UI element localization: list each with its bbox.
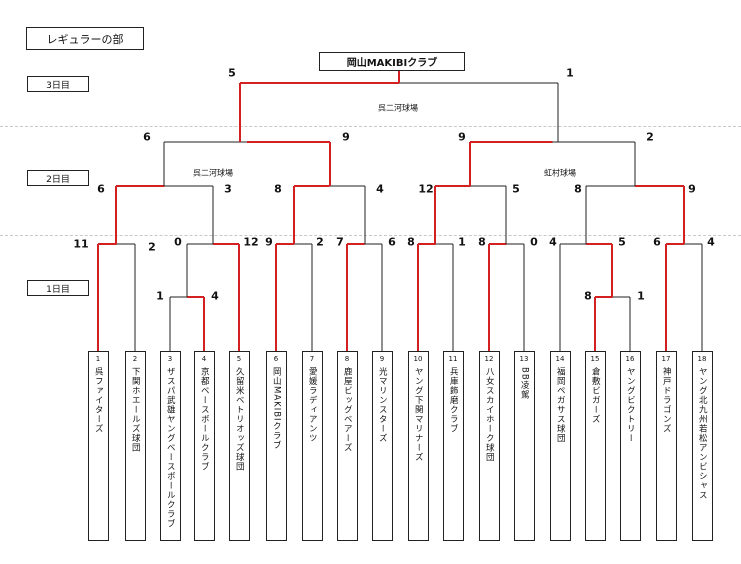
- team-number: 6: [273, 355, 279, 363]
- match-score: 2: [316, 235, 324, 249]
- team-number: 15: [590, 355, 600, 363]
- match-score: 4: [707, 235, 715, 249]
- match-score: 6: [97, 182, 105, 196]
- team-box: 4 京都ベースボールクラブ: [193, 351, 215, 541]
- team-name: 神戸ドラゴンズ: [661, 367, 672, 434]
- team-number: 2: [132, 355, 138, 363]
- team-name: 兵庫飾磨クラブ: [448, 367, 459, 434]
- team-name: BB凌駕: [519, 367, 530, 400]
- team-box: 18 ヤング北九州若松アンビシャス: [691, 351, 713, 541]
- team-number: 14: [555, 355, 565, 363]
- match-score: 5: [228, 66, 236, 80]
- team-number: 10: [413, 355, 423, 363]
- team-name: 福岡ペガサス球団: [555, 367, 566, 443]
- team-name: 岡山MAKIBIクラブ: [271, 367, 282, 451]
- team-box: 12 八女スカイホーク球団: [478, 351, 500, 541]
- team-name: 倉敷ビガーズ: [590, 367, 601, 424]
- team-box: 10 ヤング下関マリナーズ: [407, 351, 429, 541]
- match-score: 11: [73, 237, 89, 251]
- team-box: 9 光マリンスターズ: [371, 351, 393, 541]
- match-score: 4: [376, 182, 384, 196]
- team-name: 八女スカイホーク球団: [484, 367, 495, 462]
- team-name: 愛媛ラディアンツ: [307, 367, 318, 443]
- team-box: 2 下関ホエールズ球団: [124, 351, 146, 541]
- match-score: 9: [342, 130, 350, 144]
- team-number: 3: [167, 355, 173, 363]
- match-score: 7: [336, 235, 344, 249]
- team-name: 京都ベースボールクラブ: [199, 367, 210, 472]
- day-3-label: 3日目: [27, 76, 89, 92]
- team-number: 1: [95, 355, 101, 363]
- match-score: 8: [407, 235, 415, 249]
- team-box: 3 ザスパ武雄ヤングベースボールクラブ: [159, 351, 181, 541]
- match-score: 1: [566, 66, 574, 80]
- team-number: 7: [309, 355, 315, 363]
- team-number: 18: [697, 355, 707, 363]
- match-score: 5: [618, 235, 626, 249]
- day-separator: [0, 126, 741, 127]
- team-box: 15 倉敷ビガーズ: [584, 351, 606, 541]
- team-name: ヤングビクトリー: [625, 367, 636, 443]
- team-name: ヤング北九州若松アンビシャス: [697, 367, 708, 500]
- match-score: 8: [478, 235, 486, 249]
- match-score: 8: [274, 182, 282, 196]
- match-score: 1: [458, 235, 466, 249]
- division-title: レギュラーの部: [26, 27, 144, 50]
- day-separator: [0, 235, 741, 236]
- team-name: 呉ファイターズ: [93, 367, 104, 434]
- match-score: 0: [530, 235, 538, 249]
- match-score: 6: [388, 235, 396, 249]
- team-box: 17 神戸ドラゴンズ: [655, 351, 677, 541]
- venue-left: 呉二河球場: [193, 168, 233, 178]
- team-box: 7 愛媛ラディアンツ: [301, 351, 323, 541]
- match-score: 0: [174, 235, 182, 249]
- match-score: 6: [653, 235, 661, 249]
- match-score: 2: [148, 240, 156, 254]
- match-score: 4: [211, 289, 219, 303]
- match-score: 9: [458, 130, 466, 144]
- team-name: 鹿屋ビッグベアーズ: [342, 367, 353, 453]
- team-box: 6 岡山MAKIBIクラブ: [265, 351, 287, 541]
- match-score: 8: [584, 289, 592, 303]
- team-box: 16 ヤングビクトリー: [619, 351, 641, 541]
- team-number: 17: [661, 355, 671, 363]
- team-number: 9: [379, 355, 385, 363]
- match-score: 2: [646, 130, 654, 144]
- team-number: 16: [625, 355, 635, 363]
- venue-right: 虹村球場: [544, 168, 576, 178]
- team-name: 下関ホエールズ球団: [130, 367, 141, 453]
- match-score: 8: [574, 182, 582, 196]
- team-box: 5 久留米ベトリオッズ球団: [228, 351, 250, 541]
- team-name: 光マリンスターズ: [377, 367, 388, 443]
- day-2-label: 2日目: [27, 170, 89, 186]
- team-box: 14 福岡ペガサス球団: [549, 351, 571, 541]
- team-name: 久留米ベトリオッズ球団: [234, 367, 245, 472]
- match-score: 6: [143, 130, 151, 144]
- team-name: ザスパ武雄ヤングベースボールクラブ: [165, 367, 176, 529]
- team-number: 13: [519, 355, 529, 363]
- match-score: 12: [243, 235, 259, 249]
- team-number: 5: [236, 355, 242, 363]
- match-score: 1: [637, 289, 645, 303]
- team-name: ヤング下関マリナーズ: [413, 367, 424, 462]
- match-score: 5: [512, 182, 520, 196]
- team-number: 8: [344, 355, 350, 363]
- match-score: 4: [549, 235, 557, 249]
- team-number: 11: [448, 355, 458, 363]
- day-1-label: 1日目: [27, 280, 89, 296]
- team-box: 1 呉ファイターズ: [87, 351, 109, 541]
- venue-final: 呉二河球場: [378, 103, 418, 113]
- match-score: 3: [224, 182, 232, 196]
- match-score: 9: [265, 235, 273, 249]
- match-score: 1: [156, 289, 164, 303]
- team-box: 8 鹿屋ビッグベアーズ: [336, 351, 358, 541]
- match-score: 9: [688, 182, 696, 196]
- match-score: 12: [418, 182, 434, 196]
- team-number: 4: [201, 355, 207, 363]
- team-box: 11 兵庫飾磨クラブ: [442, 351, 464, 541]
- champion-box: 岡山MAKIBIクラブ: [319, 52, 465, 71]
- team-number: 12: [484, 355, 494, 363]
